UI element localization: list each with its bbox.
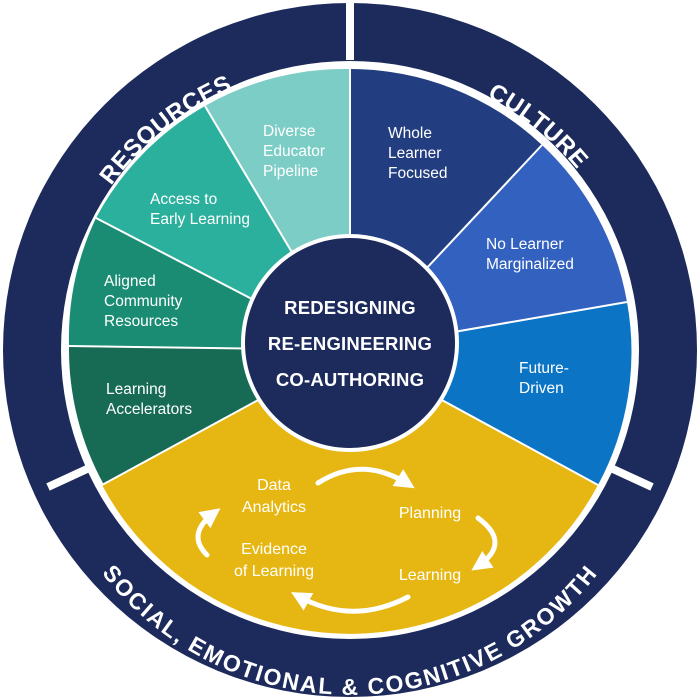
arrow-analytics-to-planning-icon xyxy=(315,466,415,489)
svg-text:Pipeline: Pipeline xyxy=(263,163,318,180)
svg-text:Data: Data xyxy=(257,477,291,494)
svg-text:Early Learning: Early Learning xyxy=(150,211,250,228)
center-co-authoring: CO-AUTHORING xyxy=(276,369,424,390)
svg-text:Focused: Focused xyxy=(388,165,447,182)
arrow-learning-to-evidence-icon xyxy=(291,592,411,614)
svg-text:Analytics: Analytics xyxy=(242,499,306,516)
cycle-arrows xyxy=(195,466,498,614)
arrow-planning-to-learning-icon xyxy=(471,515,498,571)
label-future-driven: Future- Driven xyxy=(519,360,569,397)
svg-text:Learner: Learner xyxy=(388,145,441,162)
label-early-learning: Access to Early Learning xyxy=(150,191,250,228)
center-redesigning: REDESIGNING xyxy=(284,297,416,318)
svg-text:Community: Community xyxy=(104,293,183,310)
cycle-label-planning: Planning xyxy=(399,505,461,522)
center-hub xyxy=(241,234,459,452)
svg-text:Evidence: Evidence xyxy=(241,541,307,558)
svg-text:Future-: Future- xyxy=(519,360,569,377)
svg-text:Accelerators: Accelerators xyxy=(106,401,192,418)
svg-text:Driven: Driven xyxy=(519,380,564,397)
label-no-learner: No Learner Marginalized xyxy=(486,236,574,273)
cycle-label-learning: Learning xyxy=(399,567,461,584)
svg-text:Resources: Resources xyxy=(104,313,178,330)
cycle-label-data-analytics: Data Analytics xyxy=(242,477,306,516)
svg-text:Diverse: Diverse xyxy=(263,123,316,140)
label-aligned-community: Aligned Community Resources xyxy=(104,273,183,330)
svg-text:Educator: Educator xyxy=(263,143,325,160)
label-learning-accelerators: Learning Accelerators xyxy=(106,381,192,418)
svg-text:Access to: Access to xyxy=(150,191,217,208)
label-educator-pipeline: Diverse Educator Pipeline xyxy=(263,123,325,180)
label-whole-learner: Whole Learner Focused xyxy=(388,125,447,182)
cycle-label-evidence: Evidence of Learning xyxy=(234,541,314,580)
svg-text:Marginalized: Marginalized xyxy=(486,256,574,273)
center-re-engineering: RE-ENGINEERING xyxy=(268,333,432,354)
arrow-evidence-to-analytics-icon xyxy=(195,508,221,558)
svg-text:Learning: Learning xyxy=(106,381,166,398)
svg-text:Aligned: Aligned xyxy=(104,273,156,290)
svg-text:Whole: Whole xyxy=(388,125,432,142)
svg-text:No Learner: No Learner xyxy=(486,236,564,253)
svg-text:of Learning: of Learning xyxy=(234,563,314,580)
